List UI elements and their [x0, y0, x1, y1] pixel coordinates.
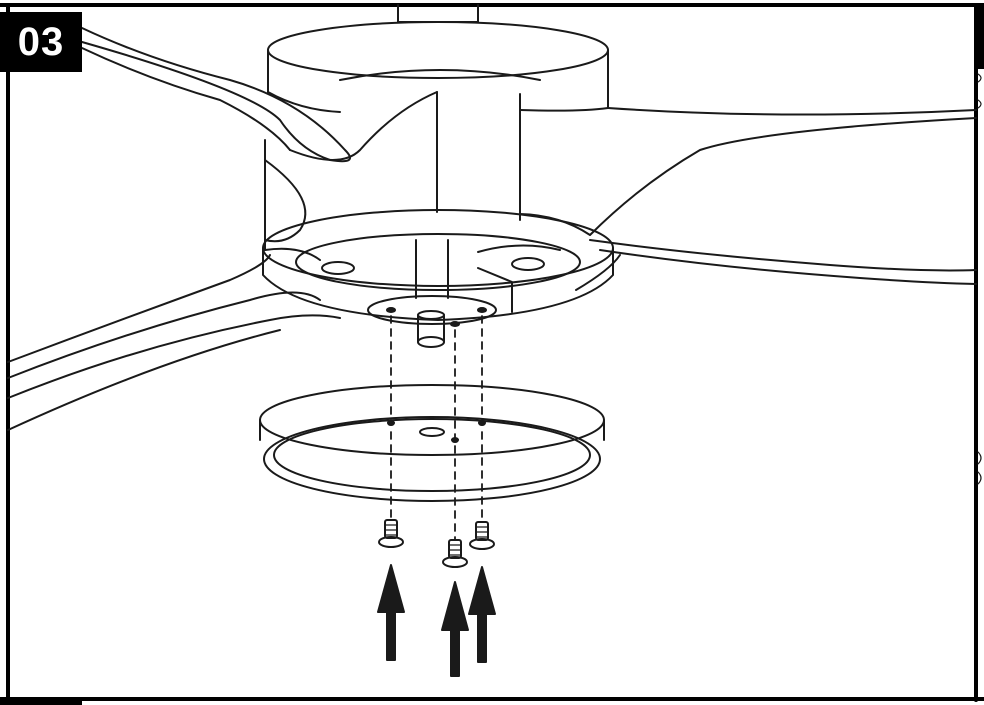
motor-base-ring	[262, 209, 614, 321]
screw	[469, 521, 495, 550]
fan-blade-right	[519, 107, 977, 291]
screw	[442, 539, 468, 568]
step-number-badge: 03	[0, 12, 82, 72]
light-kit-ring	[259, 384, 605, 502]
mounting-plate	[367, 239, 497, 348]
arrow-up-icon	[468, 566, 496, 663]
screw	[378, 519, 404, 548]
motor-housing	[264, 21, 609, 251]
fan-blade-left	[7, 159, 341, 431]
page-frame	[0, 3, 984, 705]
fan-blade-upper-left	[81, 27, 438, 163]
arrow-up-icon	[377, 564, 405, 661]
edge-marks	[977, 73, 982, 485]
arrow-up-icon	[441, 581, 469, 677]
downrod-stub	[397, 4, 479, 23]
